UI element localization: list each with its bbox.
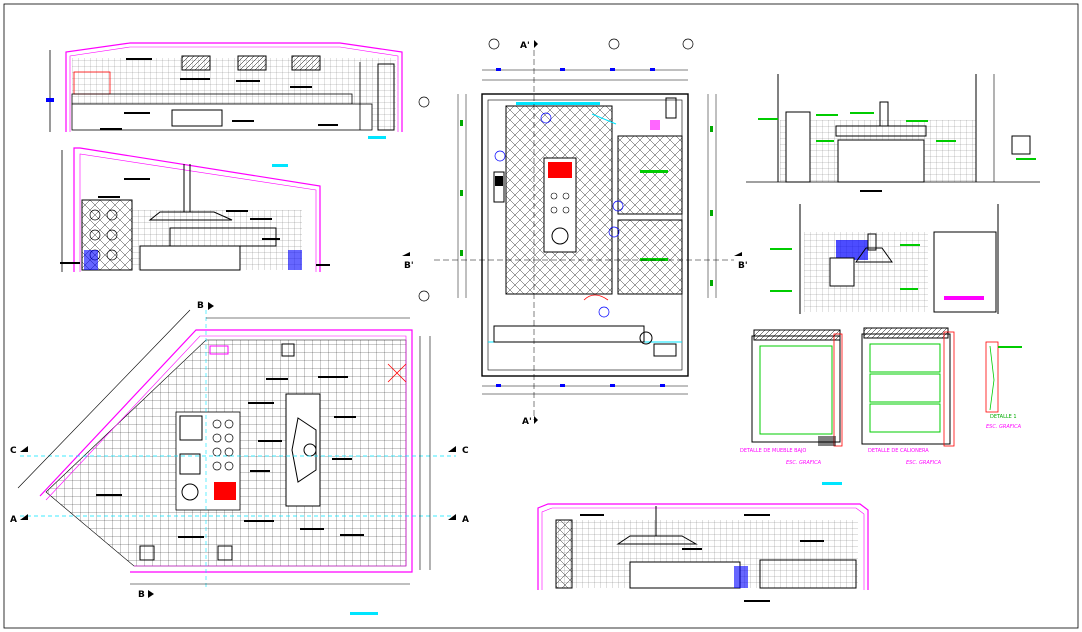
section-marker-c-right: C bbox=[462, 446, 469, 456]
sheet-border bbox=[3, 3, 1079, 629]
section-marker-a-prime-top: A' bbox=[520, 41, 530, 51]
detail-calionera: DETALLE DE CALIONERA ESC. GRAFICA bbox=[861, 327, 955, 466]
section-marker-b-bottom: B bbox=[138, 590, 145, 600]
label-detalle-mueble-bajo: DETALLE DE MUEBLE BAJO bbox=[740, 448, 806, 454]
elevation-right-middle bbox=[770, 204, 999, 314]
section-marker-b-prime-left: B' bbox=[404, 261, 414, 271]
kitchen-plan-rectangular: A' A' B' B' bbox=[402, 38, 748, 427]
label-esc-grafica-3: ESC. GRAFICA bbox=[986, 424, 1022, 430]
label-esc-grafica-1: ESC. GRAFICA bbox=[786, 460, 822, 466]
section-marker-a-left: A bbox=[10, 515, 17, 525]
elevation-right-top bbox=[746, 74, 1040, 192]
section-left-middle bbox=[60, 147, 330, 272]
elevation-bottom-right bbox=[537, 482, 869, 602]
section-marker-a-right: A bbox=[462, 515, 469, 525]
label-detalle-1: DETALLE 1 bbox=[990, 414, 1017, 420]
detail-lower-cabinet: DETALLE DE MUEBLE BAJO ESC. GRAFICA bbox=[740, 329, 843, 466]
section-marker-b-prime-right: B' bbox=[738, 261, 748, 271]
section-marker-c-left: C bbox=[10, 446, 17, 456]
section-marker-b-top: B bbox=[197, 301, 204, 311]
label-esc-grafica-2: ESC. GRAFICA bbox=[906, 460, 942, 466]
kitchen-plan-angled bbox=[17, 309, 456, 615]
grid-bubble-icon bbox=[488, 38, 500, 50]
detail-1: DETALLE 1 ESC. GRAFICA bbox=[985, 341, 1022, 430]
elevation-top-left bbox=[46, 42, 403, 139]
section-marker-a-prime-bottom: A' bbox=[522, 417, 532, 427]
label-detalle-calionera: DETALLE DE CALIONERA bbox=[868, 448, 929, 454]
section-markers: C C A A B B bbox=[10, 301, 469, 600]
